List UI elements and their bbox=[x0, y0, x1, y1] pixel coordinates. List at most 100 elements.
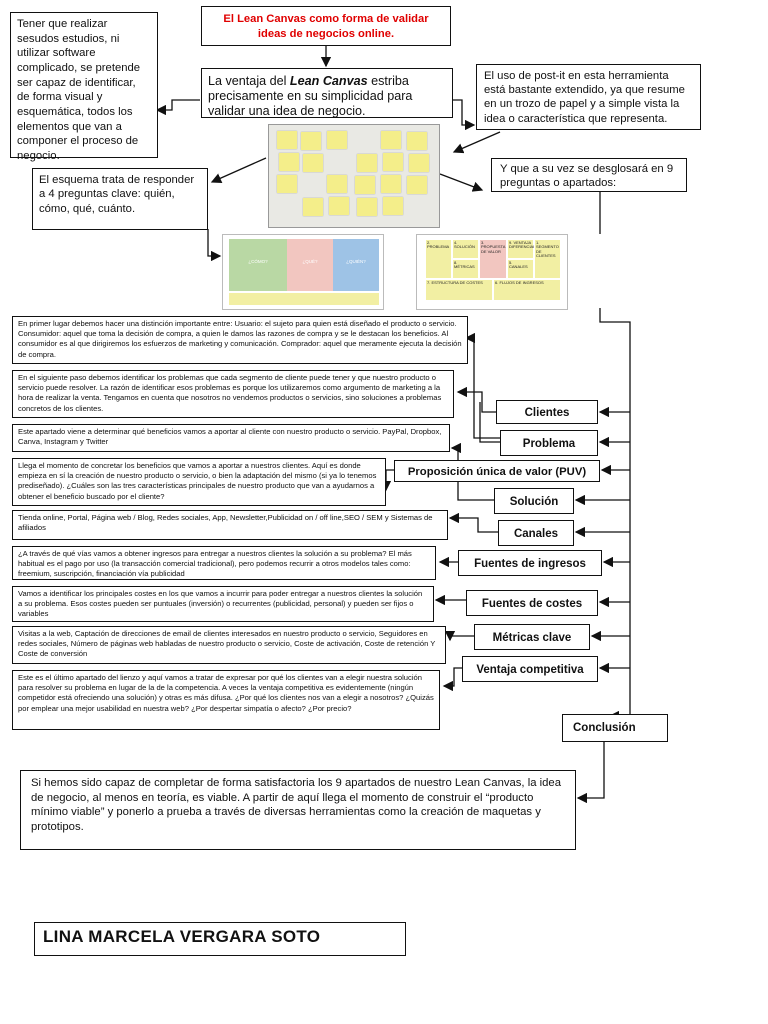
center-intro-text: La ventaja del Lean Canvas estriba preci… bbox=[208, 74, 446, 119]
lean-canvas-cell: 6. FLUJOS DE INGRESOS bbox=[493, 279, 561, 301]
postit-note bbox=[327, 131, 347, 149]
left-intro-box: Tener que realizar sesudos estudios, ni … bbox=[10, 12, 158, 162]
label-ingresos-text: Fuentes de ingresos bbox=[474, 558, 586, 570]
arrow-photo-to-questions bbox=[210, 157, 267, 184]
lean-canvas-cell: 9. VENTAJA DIFERENCIAL bbox=[507, 239, 535, 259]
diagram-how: ¿CÓMO? bbox=[229, 239, 287, 291]
diagram-who: ¿QUIÉN? bbox=[333, 239, 379, 291]
desc-solucion: Llega el momento de concretar los benefi… bbox=[12, 458, 386, 506]
postit-grid bbox=[277, 131, 433, 223]
diagram-what-label: ¿QUÉ? bbox=[302, 259, 318, 264]
desc-clientes: En primer lugar debemos hacer una distin… bbox=[12, 316, 468, 364]
diagram-what: ¿QUÉ? bbox=[287, 239, 333, 291]
label-conclusion-text: Conclusión bbox=[573, 722, 636, 734]
postit-note bbox=[383, 197, 403, 215]
label-conclusion: Conclusión bbox=[562, 714, 668, 742]
desc-ingresos: ¿A través de qué vías vamos a obtener in… bbox=[12, 546, 436, 580]
arrow-right-to-photo bbox=[452, 131, 501, 154]
desc-ventaja-text: Este es el último apartado del lienzo y … bbox=[18, 673, 434, 713]
arrow-ventaja-desc bbox=[442, 667, 462, 692]
arrow-problema-clientes-desc bbox=[464, 332, 500, 439]
arrow-to-right-intro bbox=[452, 99, 476, 131]
center-intro-part2: estriba precisamente en su simplicidad p… bbox=[208, 74, 413, 119]
arrow-puv-desc bbox=[380, 469, 394, 492]
title-box: El Lean Canvas como forma de validar ide… bbox=[201, 6, 451, 46]
desc-costes: Vamos a identificar los principales cost… bbox=[12, 586, 434, 622]
postit-note bbox=[301, 132, 321, 150]
lean-canvas-cell: 2. PROBLEMA bbox=[425, 239, 452, 279]
desc-problema-text: En el siguiente paso debemos identificar… bbox=[18, 373, 442, 413]
postit-canvas-photo bbox=[268, 124, 440, 228]
conclusion-box: Si hemos sido capaz de completar de form… bbox=[20, 770, 576, 850]
center-intro-box: La ventaja del Lean Canvas estriba preci… bbox=[201, 68, 453, 118]
postit-note bbox=[277, 131, 297, 149]
left-intro-text: Tener que realizar sesudos estudios, ni … bbox=[17, 18, 141, 163]
label-puv-text: Proposición única de valor (PUV) bbox=[407, 466, 587, 478]
label-clientes: Clientes bbox=[496, 400, 598, 424]
postit-note bbox=[357, 198, 377, 216]
desc-metricas: Visitas a la web, Captación de direccion… bbox=[12, 626, 446, 664]
four-question-diagram: ¿CÓMO? ¿QUÉ? ¿QUIÉN? bbox=[222, 234, 384, 310]
label-clientes-text: Clientes bbox=[524, 407, 570, 419]
desc-ventaja: Este es el último apartado del lienzo y … bbox=[12, 670, 440, 730]
lean-canvas-cell: 4. SOLUCIÓN bbox=[452, 239, 479, 259]
postit-note bbox=[355, 176, 375, 194]
postit-note bbox=[303, 198, 323, 216]
lean-canvas-cell: 5. CANALES bbox=[507, 259, 534, 279]
diagram-how-much bbox=[229, 293, 379, 305]
postit-note bbox=[277, 175, 297, 193]
desc-costes-text: Vamos a identificar los principales cost… bbox=[18, 589, 423, 619]
title-text: El Lean Canvas como forma de validar ide… bbox=[223, 13, 429, 40]
desc-solucion-text: Llega el momento de concretar los benefi… bbox=[18, 461, 377, 501]
lean-canvas-cell: 3. PROPUESTA DE VALOR bbox=[479, 239, 507, 279]
desc-clientes-text: En primer lugar debemos hacer una distin… bbox=[18, 319, 462, 359]
postit-note bbox=[381, 175, 401, 193]
postit-note bbox=[383, 153, 403, 171]
label-canales-text: Canales bbox=[513, 528, 559, 540]
center-intro-part1: La ventaja del bbox=[208, 74, 290, 88]
postit-note bbox=[303, 154, 323, 172]
label-costes-text: Fuentes de costes bbox=[481, 598, 583, 610]
postit-note bbox=[329, 197, 349, 215]
arrow-questions-to-diagram bbox=[207, 229, 222, 262]
sections-box: Y que a su vez se desglosará en 9 pregun… bbox=[491, 158, 687, 192]
lean-canvas-cell: 1. SEGMENTO DE CLIENTES bbox=[534, 239, 561, 279]
center-intro-emph: Lean Canvas bbox=[289, 74, 368, 88]
lean-canvas-cell: 8. MÉTRICAS bbox=[452, 259, 479, 279]
label-metricas: Métricas clave bbox=[474, 624, 590, 650]
arrow-canales-desc bbox=[448, 512, 498, 533]
desc-problema: En el siguiente paso debemos identificar… bbox=[12, 370, 454, 418]
author-name: LINA MARCELA VERGARA SOTO bbox=[43, 927, 321, 946]
label-solucion: Solución bbox=[494, 488, 574, 514]
right-intro-box: El uso de post-it en esta herramienta es… bbox=[476, 64, 701, 130]
lean-canvas-cell: 7. ESTRUCTURA DE COSTES bbox=[425, 279, 493, 301]
label-costes: Fuentes de costes bbox=[466, 590, 598, 616]
desc-puv-text: Este apartado viene a determinar qué ben… bbox=[18, 427, 442, 447]
arrow-to-left-intro bbox=[155, 99, 200, 116]
author-box: LINA MARCELA VERGARA SOTO bbox=[34, 922, 406, 956]
label-ingresos: Fuentes de ingresos bbox=[458, 550, 602, 576]
spine-to-conclusion bbox=[599, 308, 631, 722]
label-puv: Proposición única de valor (PUV) bbox=[394, 460, 600, 482]
postit-note bbox=[409, 154, 429, 172]
label-metricas-text: Métricas clave bbox=[492, 632, 572, 644]
label-ventaja: Ventaja competitiva bbox=[462, 656, 598, 682]
right-intro-text: El uso de post-it en esta herramienta es… bbox=[484, 70, 685, 125]
postit-note bbox=[357, 154, 377, 172]
label-canales: Canales bbox=[498, 520, 574, 546]
desc-canales-text: Tienda online, Portal, Página web / Blog… bbox=[18, 513, 433, 533]
arrow-photo-to-sections bbox=[439, 173, 484, 192]
questions-box: El esquema trata de responder a 4 pregun… bbox=[32, 168, 208, 230]
label-problema-text: Problema bbox=[522, 438, 576, 450]
postit-note bbox=[279, 153, 299, 171]
label-ventaja-text: Ventaja competitiva bbox=[476, 664, 584, 676]
desc-metricas-text: Visitas a la web, Captación de direccion… bbox=[18, 629, 436, 659]
diagram-how-label: ¿CÓMO? bbox=[248, 259, 268, 264]
label-problema: Problema bbox=[500, 430, 598, 456]
postit-note bbox=[381, 131, 401, 149]
questions-text: El esquema trata de responder a 4 pregun… bbox=[39, 174, 195, 215]
desc-puv: Este apartado viene a determinar qué ben… bbox=[12, 424, 450, 452]
desc-canales: Tienda online, Portal, Página web / Blog… bbox=[12, 510, 448, 540]
